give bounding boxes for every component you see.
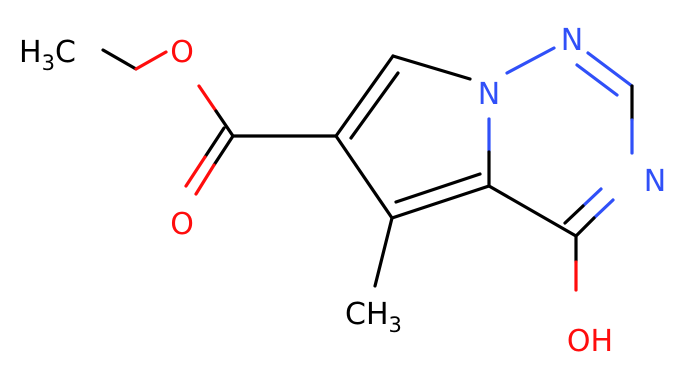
bond-c5-methyl — [373, 216, 394, 288]
bond-n3-c4-inner-lower — [563, 204, 585, 225]
bond-c6-c7 — [334, 54, 395, 138]
bond-n-c2 — [586, 51, 634, 88]
bond-carbonyl-a-upper — [212, 134, 235, 167]
label-ring-n-right: N — [644, 164, 666, 199]
label-carbonyl-oxygen: O — [170, 207, 194, 242]
bond-carbonyl-a-lower — [194, 163, 216, 196]
label-methyl-ring: CH3 — [345, 297, 402, 337]
bond-ester-o-lower — [214, 109, 235, 138]
bond-carbonyl-b-upper — [203, 126, 226, 159]
bond-methyl-ester-right — [134, 50, 168, 71]
bond-n3-c4-upper — [592, 198, 615, 220]
bond-c5-c4a — [390, 184, 491, 220]
bond-c5-c4a-inner — [394, 172, 482, 204]
bond-c6-c5 — [334, 134, 394, 220]
bond-ester-o-upper — [197, 84, 218, 113]
bond-n3-c4-lower — [574, 216, 596, 238]
label-hydroxyl: OH — [567, 324, 613, 359]
label-methyl-ester: H3C — [19, 35, 76, 75]
bond-carbonyl-b-lower — [184, 155, 207, 188]
label-ester-oxygen: O — [170, 35, 194, 70]
bond-n-n — [505, 46, 556, 75]
bond-c7-n-left — [391, 54, 472, 81]
label-ring-n-bridge: N — [478, 77, 500, 112]
bonds — [101, 46, 634, 292]
bond-n3-c4-inner-upper — [581, 187, 603, 208]
bond-c4a-c4 — [487, 184, 578, 238]
bond-c6-c7-inner — [349, 71, 400, 140]
atom-labels: H3C O O N N N CH3 OH — [19, 23, 666, 359]
bond-n-c2-inner — [575, 63, 619, 97]
bond-methyl-ester-left — [101, 48, 138, 71]
label-ring-n-top: N — [561, 23, 583, 58]
